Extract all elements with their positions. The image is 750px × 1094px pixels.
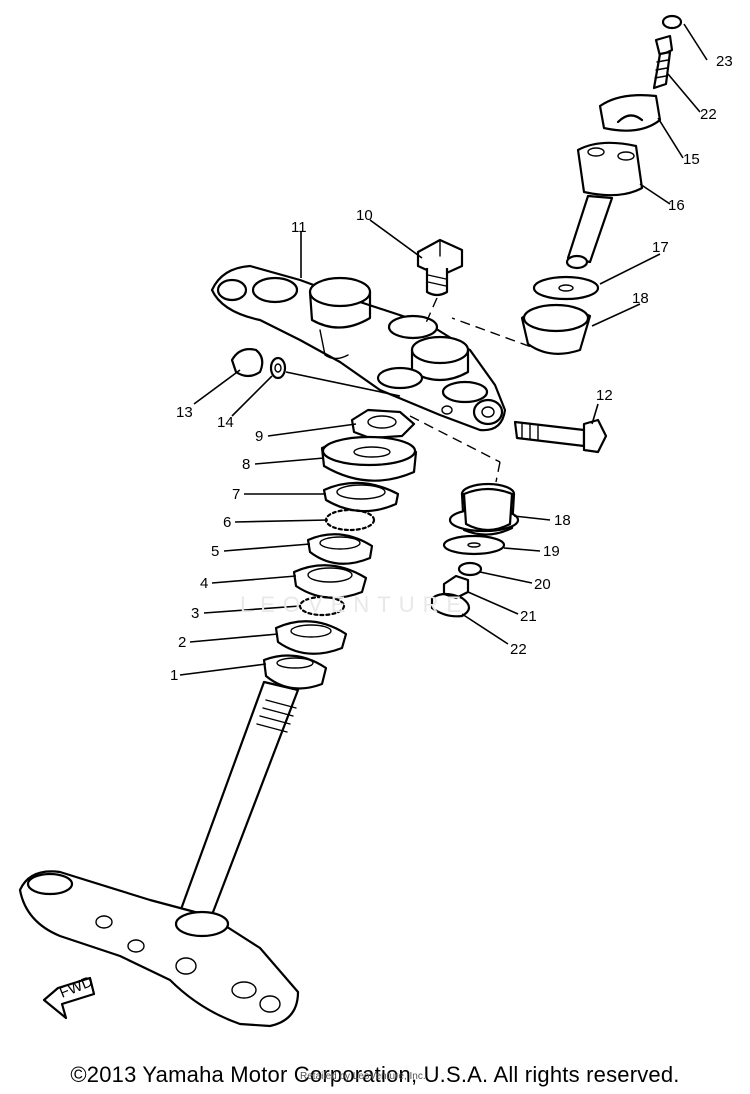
callout-6: 6	[223, 514, 231, 531]
callout-23: 22	[700, 106, 717, 123]
upper-bracket-part	[210, 264, 507, 432]
callout-16: 16	[668, 197, 685, 214]
callout-14: 14	[217, 414, 234, 431]
cap-and-washer-part	[230, 348, 287, 380]
leader-lines	[179, 23, 708, 676]
callout-8: 8	[242, 456, 250, 473]
callout-17: 17	[652, 239, 669, 256]
bolt-12-part	[513, 418, 608, 454]
callout-15: 15	[683, 151, 700, 168]
callout-19: 19	[543, 543, 560, 560]
callout-18-bottom: 18	[554, 512, 571, 529]
callout-3: 3	[191, 605, 199, 622]
callout-2: 2	[178, 634, 186, 651]
retailer-watermark: Retailed by LeoVenture, Inc.	[300, 1071, 426, 1082]
callout-24: 23	[716, 53, 733, 70]
callout-5: 5	[211, 543, 219, 560]
callout-7: 7	[232, 486, 240, 503]
bearing-stack	[262, 408, 418, 690]
callout-13: 13	[176, 404, 193, 421]
callout-1: 1	[170, 667, 178, 684]
right-fastener-stack	[430, 482, 520, 618]
callout-18-top: 18	[632, 290, 649, 307]
watermark-text: LEOVENTURE	[240, 592, 470, 617]
callout-9: 9	[255, 428, 263, 445]
callout-22: 22	[510, 641, 527, 658]
steering-stem-part	[18, 680, 300, 1028]
callout-20: 20	[534, 576, 551, 593]
callout-labels: 23 22 15 16 17 18 11 10 13 14 9 8 7 6 5 …	[170, 53, 733, 684]
callout-21: 21	[520, 608, 537, 625]
copyright-notice: ©2013 Yamaha Motor Corporation, U.S.A. A…	[70, 1062, 680, 1087]
handlebar-holder-group	[520, 14, 683, 355]
fwd-arrow-icon: FWD	[42, 973, 95, 1020]
callout-4: 4	[200, 575, 208, 592]
callout-10: 10	[356, 207, 373, 224]
callout-11: 11	[291, 219, 307, 236]
bolt-10-part	[416, 238, 464, 297]
callout-12: 12	[596, 387, 613, 404]
